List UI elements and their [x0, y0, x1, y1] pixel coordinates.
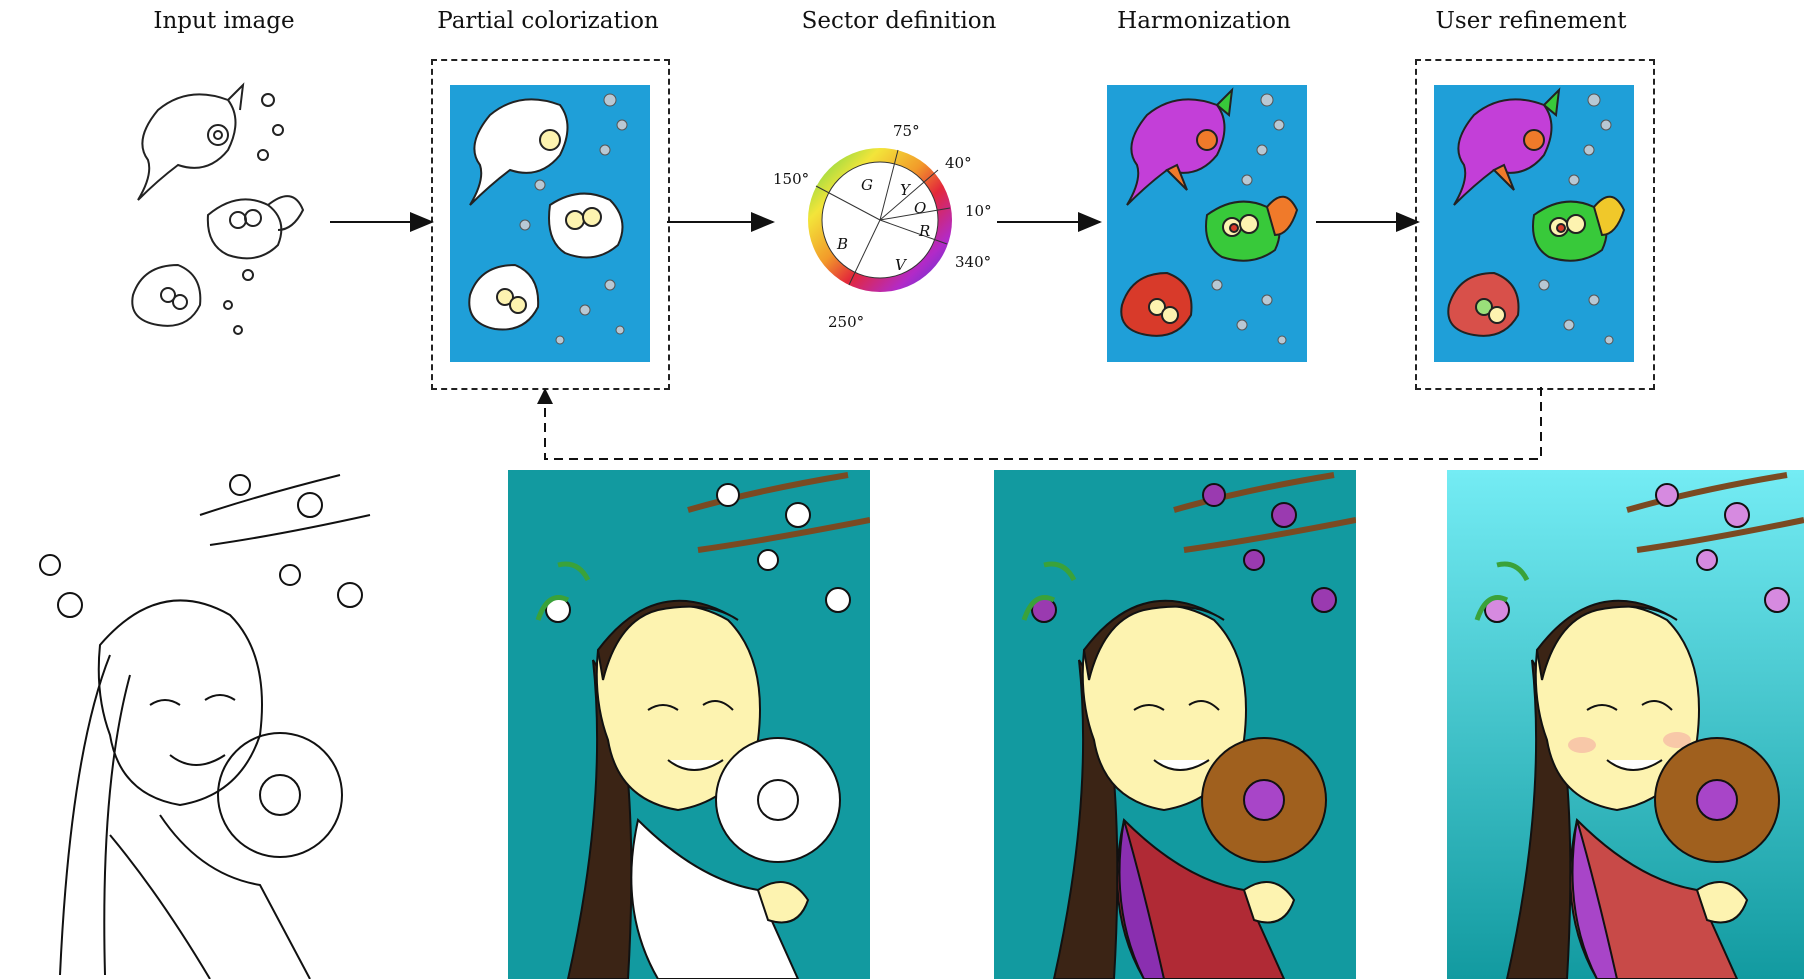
angle-label-40: 40° — [945, 154, 972, 172]
angle-label-150: 150° — [773, 170, 810, 188]
refined-fish — [1434, 85, 1634, 362]
sector-label-o: O — [914, 199, 927, 217]
sector-label-v: V — [895, 256, 906, 274]
sector-label-y: Y — [900, 181, 910, 199]
partial-colorization-fish — [450, 85, 650, 362]
stage-label-partial: Partial colorization — [437, 8, 659, 34]
angle-label-340: 340° — [955, 253, 992, 271]
angle-label-75: 75° — [893, 122, 920, 140]
girl-lineart — [10, 455, 382, 979]
stage-label-input: Input image — [153, 8, 295, 34]
sector-label-r: R — [919, 222, 931, 240]
girl-harmonization — [994, 470, 1356, 979]
stage-label-refinement: User refinement — [1435, 8, 1627, 34]
feedback-loop-arrow — [544, 387, 1542, 460]
angle-label-10: 10° — [965, 202, 992, 220]
stage-label-sector: Sector definition — [801, 8, 997, 34]
input-fish-lineart — [131, 82, 305, 335]
harmonized-fish — [1107, 85, 1307, 362]
girl-partial-colorization — [508, 470, 870, 979]
girl-user-refinement — [1447, 470, 1804, 979]
stage-label-harmonization: Harmonization — [1117, 8, 1291, 34]
sector-label-b: B — [837, 235, 849, 253]
sector-color-wheel — [808, 148, 952, 292]
sector-label-g: G — [861, 176, 873, 194]
angle-label-250: 250° — [828, 313, 865, 331]
